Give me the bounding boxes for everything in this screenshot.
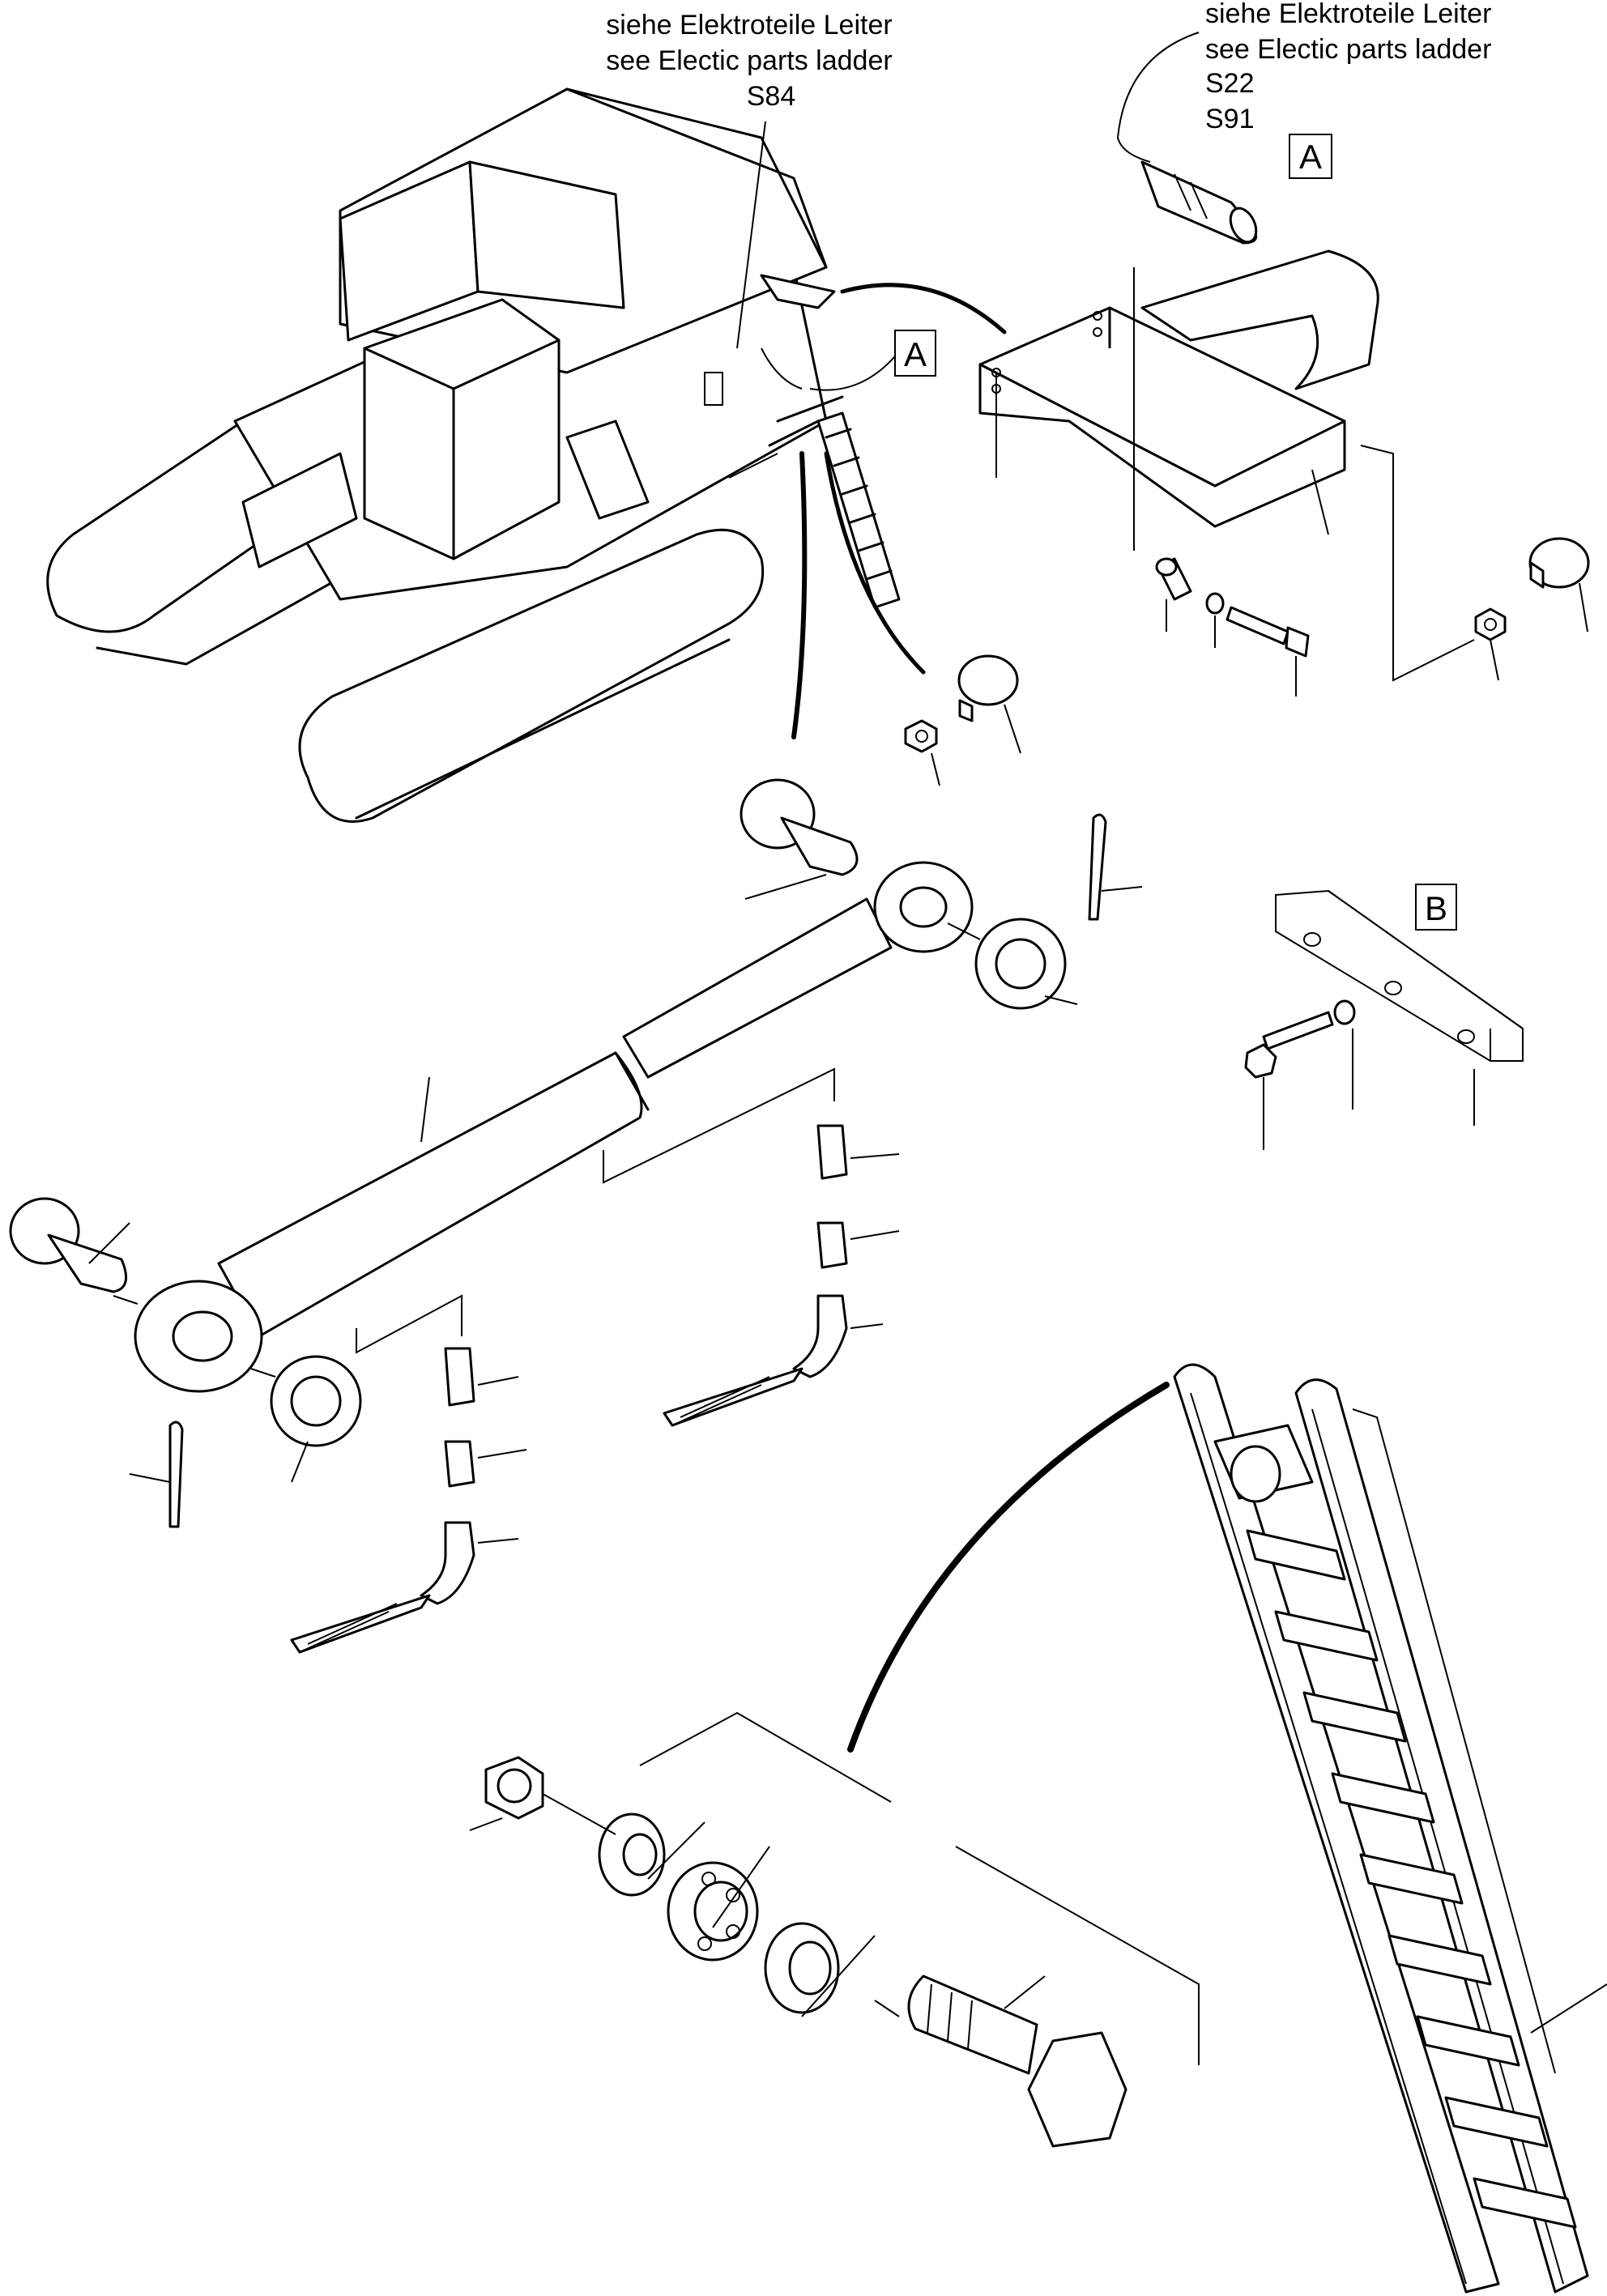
note-left-line1: siehe Elektroteile Leiter (606, 10, 892, 40)
ladder-rungs (1246, 1529, 1577, 2229)
note-right-part-number-2: S91 (1205, 104, 1255, 134)
callout-arc-cylinder (791, 451, 808, 739)
hose-fitting-lower (290, 1294, 527, 1654)
rubber-stop-left (904, 654, 1021, 786)
callout-arc-bracket (840, 283, 1007, 334)
leader-b-machine (761, 347, 803, 390)
ladder-icon (1173, 1363, 1607, 2294)
rubber-stop-right (1474, 537, 1590, 681)
hex-bolt-icon (874, 1974, 1127, 2148)
callout-arc-ladder (847, 1382, 1170, 1753)
detail-marker-b-bracket: B (1415, 884, 1457, 931)
excavator-icon (46, 87, 901, 823)
detail-marker-a-machine: A (894, 330, 936, 377)
bearing-icon (469, 1711, 1200, 2065)
note-right-line1: siehe Elektroteile Leiter (1205, 0, 1491, 29)
leader-s84 (736, 121, 766, 349)
hydraulic-cylinder-icon (9, 778, 1143, 1528)
detail-marker-a-top: A (1289, 134, 1332, 179)
note-right-part-number-1: S22 (1205, 68, 1255, 99)
leader-a-machine (809, 356, 896, 391)
callout-arc-stop (824, 451, 926, 675)
ladder-bracket-a (978, 249, 1475, 682)
bracket-fasteners (1155, 557, 1310, 696)
note-right-line2: see Electic parts ladder (1205, 34, 1491, 65)
note-left: siehe Elektroteile Leiter see Electic pa… (606, 10, 892, 112)
svg-text:A: A (1299, 138, 1322, 176)
hose-fitting-upper (603, 1067, 900, 1427)
mounting-plate-b (1244, 889, 1524, 1150)
svg-text:B: B (1425, 889, 1447, 927)
note-left-part-number: S84 (747, 81, 796, 112)
svg-text:A: A (904, 335, 927, 373)
proximity-sensor-icon (1116, 32, 1258, 245)
note-left-line2: see Electic parts ladder (606, 45, 892, 76)
note-right: siehe Elektroteile Leiter see Electic pa… (1205, 0, 1491, 134)
